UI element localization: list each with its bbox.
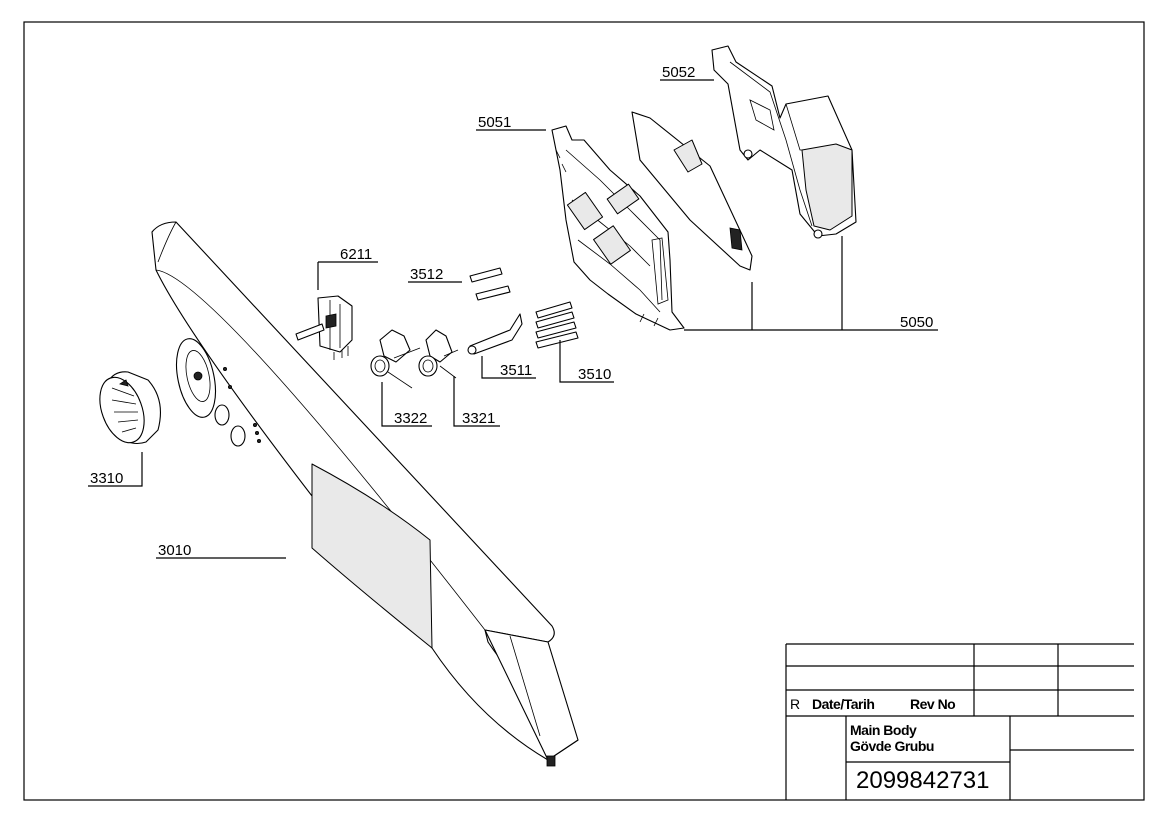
title-block-drawing-number: 2099842731: [856, 767, 989, 794]
part-3310-knob: [99, 371, 161, 445]
title-block-title-tr: Gövde Grubu: [850, 738, 934, 754]
title-block-title-en: Main Body: [850, 722, 917, 738]
label-3321: 3321: [462, 410, 495, 427]
title-block-r-label: R: [790, 696, 800, 712]
label-3510: 3510: [578, 366, 611, 383]
title-block: R Date/Tarih Rev No Main Body Gövde Grub…: [785, 643, 1134, 800]
part-5051-holder-frame: [551, 125, 685, 331]
label-5050: 5050: [900, 314, 933, 331]
label-3310: 3310: [90, 470, 123, 487]
part-3010-front-panel: [151, 221, 579, 767]
label-5052: 5052: [662, 64, 695, 81]
part-number-labels: 5052 5051 6211 3512 5050 3511 3510 3322 …: [90, 64, 933, 559]
part-6211-switch: [295, 295, 353, 360]
label-3512: 3512: [410, 266, 443, 283]
part-3510-light-pipes: [535, 301, 579, 349]
part-pcb-board: [631, 111, 753, 271]
label-3010: 3010: [158, 542, 191, 559]
title-block-rev-label: Rev No: [910, 696, 955, 712]
label-3511: 3511: [500, 362, 532, 379]
title-block-date-label: Date/Tarih: [812, 696, 874, 712]
label-6211: 6211: [340, 246, 372, 263]
part-3511-light-pipe: [467, 313, 523, 355]
part-3512-light-pipes: [469, 267, 511, 301]
part-5052-rear-housing: [711, 45, 857, 239]
drawing-frame: [23, 21, 1145, 801]
label-3322: 3322: [394, 410, 427, 427]
part-3322-button: [370, 329, 421, 389]
label-5051: 5051: [478, 114, 511, 131]
leader-lines: [88, 79, 938, 559]
part-3321-button: [418, 329, 459, 379]
